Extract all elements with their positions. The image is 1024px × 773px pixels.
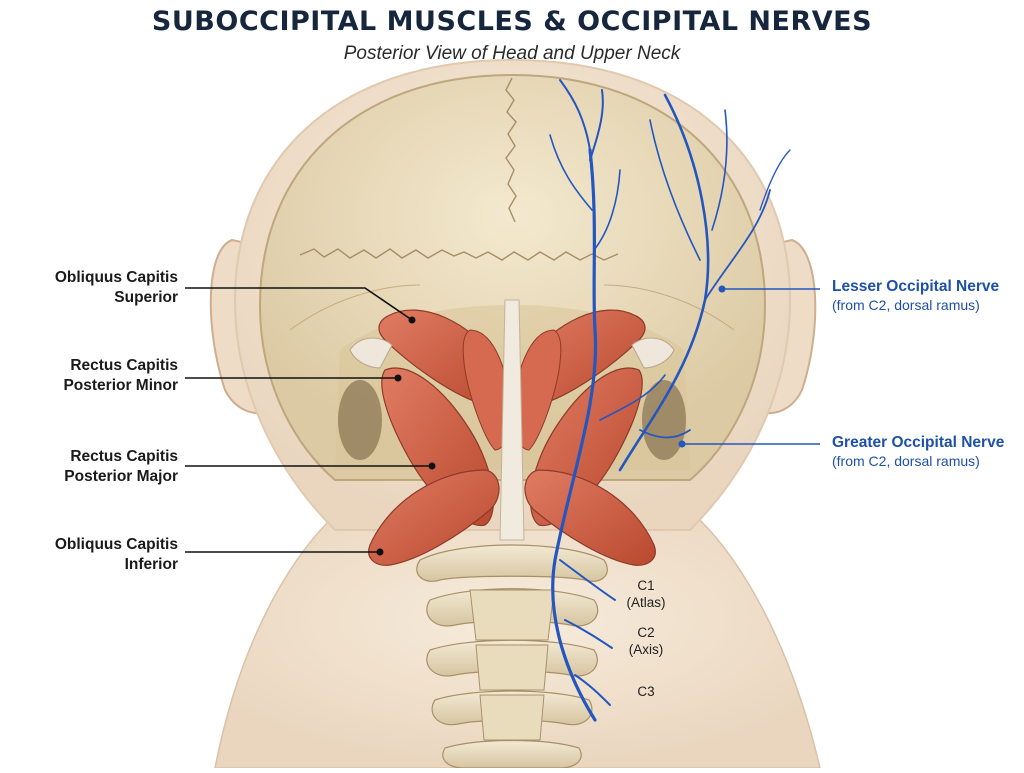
cervical-vertebrae	[416, 544, 608, 769]
left-rectus-minor	[462, 329, 511, 451]
nerve-leader-lines	[682, 288, 820, 445]
label-c3: C3	[637, 684, 655, 699]
page-title: SUBOCCIPITAL MUSCLES & OCCIPITAL NERVES	[151, 6, 873, 37]
right-rectus-minor	[513, 329, 562, 451]
sagittal-suture	[505, 77, 517, 223]
left-tendon-superior	[349, 337, 393, 369]
label-lesser-occipital-nerve: Lesser Occipital Nerve (from C2, dorsal …	[832, 278, 1000, 313]
leader-dots	[376, 316, 436, 556]
greater-occipital-nerve	[551, 148, 598, 722]
nuchal-ligament	[499, 299, 525, 541]
label-greater-occipital-nerve: Greater Occipital Nerve (from C2, dorsal…	[832, 434, 1005, 469]
occipital-nerves	[549, 79, 791, 722]
label-c2-axis: C2(Axis)	[628, 625, 664, 657]
leader-lines	[185, 287, 432, 553]
c1-atlas	[416, 544, 608, 582]
label-c1-atlas: C1(Atlas)	[626, 578, 666, 610]
left-muscles	[349, 309, 511, 566]
page-subtitle: Posterior View of Head and Upper Neck	[343, 43, 681, 64]
leader-obliquus-superior	[185, 287, 413, 321]
c5	[442, 739, 582, 769]
left-obliquus-inferior	[368, 469, 500, 566]
right-muscles	[513, 309, 675, 566]
lambdoid-suture	[299, 248, 619, 261]
right-obliquus-inferior	[524, 469, 656, 566]
